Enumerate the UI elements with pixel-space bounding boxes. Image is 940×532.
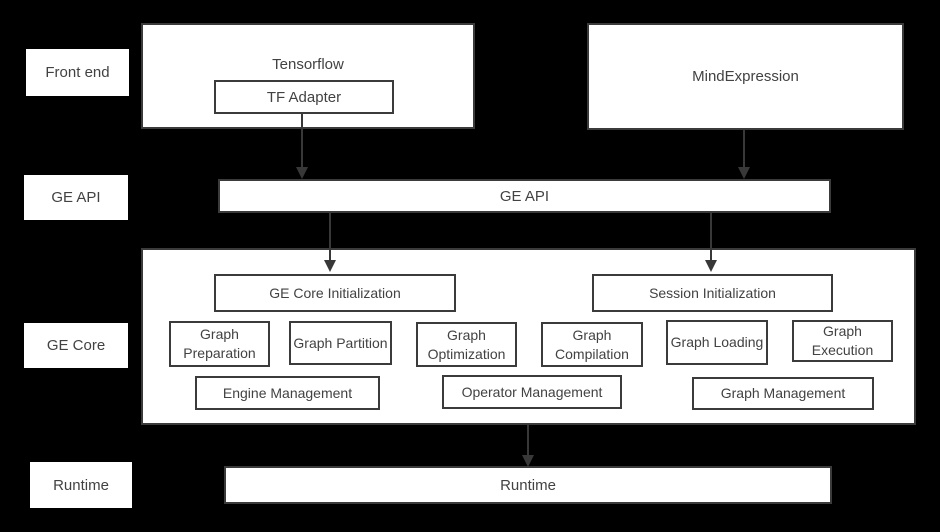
node-mindexpression-label: MindExpression bbox=[692, 68, 799, 85]
arrow-down-icon bbox=[522, 455, 534, 467]
arrow-line bbox=[527, 425, 529, 456]
node-graph-optimization: Graph Optimization bbox=[416, 322, 517, 367]
node-ge-api-label: GE API bbox=[499, 187, 550, 205]
node-tensorflow-label: Tensorflow bbox=[272, 56, 344, 73]
node-tf-adapter-label: TF Adapter bbox=[266, 88, 342, 106]
row-label-ge-core-text: GE Core bbox=[46, 337, 106, 354]
node-mindexpression: MindExpression bbox=[587, 23, 904, 130]
arrow-down-icon bbox=[296, 167, 308, 179]
arrow-down-icon bbox=[705, 260, 717, 272]
arrow-down-icon bbox=[324, 260, 336, 272]
node-engine-management: Engine Management bbox=[195, 376, 380, 410]
node-graph-management: Graph Management bbox=[692, 377, 874, 410]
node-graph-loading: Graph Loading bbox=[666, 320, 768, 365]
row-label-runtime-text: Runtime bbox=[53, 476, 109, 494]
node-graph-execution-label: Graph Execution bbox=[811, 323, 874, 358]
row-label-ge-core: GE Core bbox=[24, 323, 128, 368]
arrow-line bbox=[329, 213, 331, 261]
node-ge-core-initialization: GE Core Initialization bbox=[214, 274, 456, 312]
row-label-front-end: Front end bbox=[26, 49, 129, 96]
node-operator-management: Operator Management bbox=[442, 375, 622, 409]
node-graph-partition-label: Graph Partition bbox=[293, 334, 388, 351]
node-graph-optimization-label: Graph Optimization bbox=[427, 326, 506, 362]
node-graph-compilation-label: Graph Compilation bbox=[555, 326, 629, 362]
node-graph-management-label: Graph Management bbox=[720, 385, 846, 401]
node-session-initialization-label: Session Initialization bbox=[649, 284, 776, 301]
node-graph-loading-label: Graph Loading bbox=[670, 334, 764, 350]
node-operator-management-label: Operator Management bbox=[461, 383, 603, 400]
node-session-initialization: Session Initialization bbox=[592, 274, 833, 312]
row-label-ge-api-text: GE API bbox=[51, 189, 101, 206]
node-tf-adapter: TF Adapter bbox=[214, 80, 394, 114]
node-engine-management-label: Engine Management bbox=[222, 384, 353, 401]
node-ge-api: GE API bbox=[218, 179, 831, 213]
node-ge-core-initialization-label: GE Core Initialization bbox=[269, 284, 401, 301]
ge-core-container: GE Core Initialization Session Initializ… bbox=[141, 248, 916, 425]
node-runtime-label: Runtime bbox=[500, 476, 556, 494]
arrow-down-icon bbox=[738, 167, 750, 179]
node-graph-preparation: Graph Preparation bbox=[169, 321, 270, 367]
node-graph-compilation: Graph Compilation bbox=[541, 322, 643, 367]
row-label-front-end-text: Front end bbox=[45, 64, 110, 81]
node-graph-execution: Graph Execution bbox=[792, 320, 893, 362]
row-label-runtime: Runtime bbox=[30, 462, 132, 508]
node-graph-partition: Graph Partition bbox=[289, 321, 392, 365]
arrow-line bbox=[743, 130, 745, 167]
node-runtime: Runtime bbox=[224, 466, 832, 504]
arrow-line bbox=[710, 213, 712, 261]
arrow-line bbox=[301, 114, 303, 167]
node-graph-preparation-label: Graph Preparation bbox=[183, 326, 256, 361]
row-label-ge-api: GE API bbox=[24, 175, 128, 220]
